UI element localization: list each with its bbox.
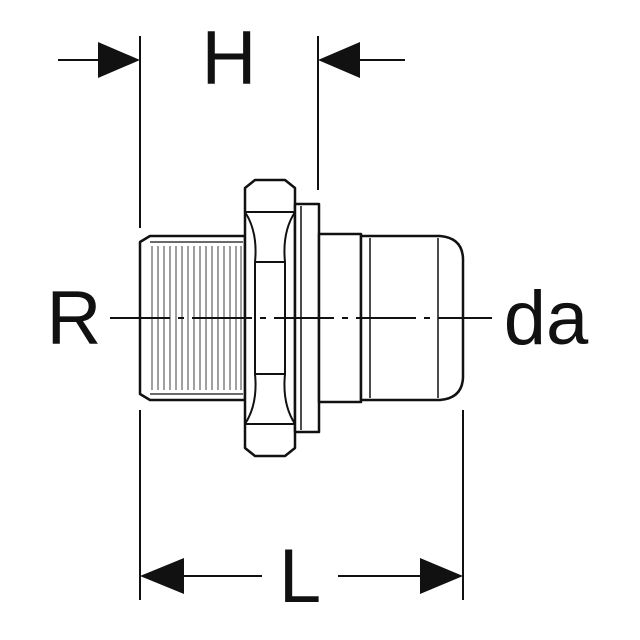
thread-label-r: R [47, 276, 102, 361]
h-arrowhead-right [318, 42, 360, 78]
outer-diameter-label-da: da [504, 276, 589, 361]
fitting-body [138, 178, 465, 458]
h-arrowhead-left [98, 42, 140, 78]
l-arrowhead-right [420, 558, 463, 594]
l-arrowhead-left [140, 558, 184, 594]
dimension-l-label: L [279, 534, 321, 619]
hex-nut [243, 178, 297, 458]
dimension-h-label: H [202, 16, 257, 101]
dimension-h [58, 36, 405, 228]
dimension-l [139, 410, 464, 600]
